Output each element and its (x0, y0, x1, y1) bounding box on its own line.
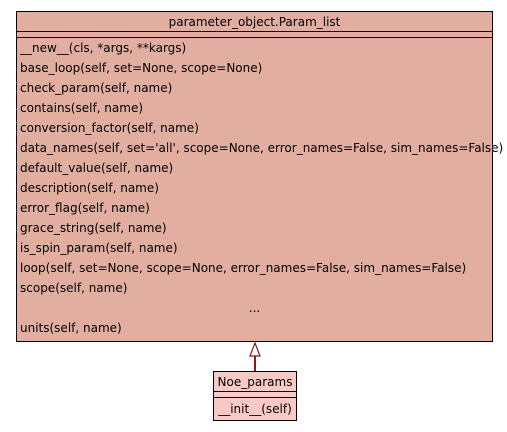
class-box-noe-params[interactable]: Noe_params __init__(self) (213, 371, 297, 421)
method-item: check_param(self, name) (20, 81, 173, 95)
method-item: default_value(self, name) (20, 161, 174, 175)
method-item: units(self, name) (20, 321, 122, 335)
class-box-param-list[interactable]: parameter_object.Param_list __new__(cls,… (16, 11, 504, 342)
method-item: __new__(cls, *args, **kargs) (20, 41, 187, 55)
method-list: __new__(cls, *args, **kargs) base_loop(s… (20, 38, 504, 338)
method-item: contains(self, name) (20, 101, 144, 115)
class-name: Noe_params (217, 375, 293, 389)
method-item: base_loop(self, set=None, scope=None) (20, 61, 263, 75)
attributes-divider-bottom (17, 37, 492, 38)
method-item: conversion_factor(self, name) (20, 121, 199, 135)
inheritance-arrowhead-icon (249, 341, 261, 357)
attributes-divider-bottom (214, 397, 296, 398)
method-item: __init__(self) (218, 402, 292, 416)
method-item: loop(self, set=None, scope=None, error_n… (20, 261, 467, 275)
method-item: data_names(self, set='all', scope=None, … (20, 141, 504, 155)
attributes-divider-top (214, 391, 296, 392)
method-item: scope(self, name) (20, 281, 128, 295)
method-item: description(self, name) (20, 181, 159, 195)
method-item: error_flag(self, name) (20, 201, 150, 215)
method-item: is_spin_param(self, name) (20, 241, 178, 255)
method-ellipsis: ... (248, 301, 261, 315)
method-list: __init__(self) (217, 399, 293, 419)
method-item: grace_string(self, name) (20, 221, 167, 235)
attributes-divider-top (17, 31, 492, 32)
class-name: parameter_object.Param_list (168, 15, 341, 29)
